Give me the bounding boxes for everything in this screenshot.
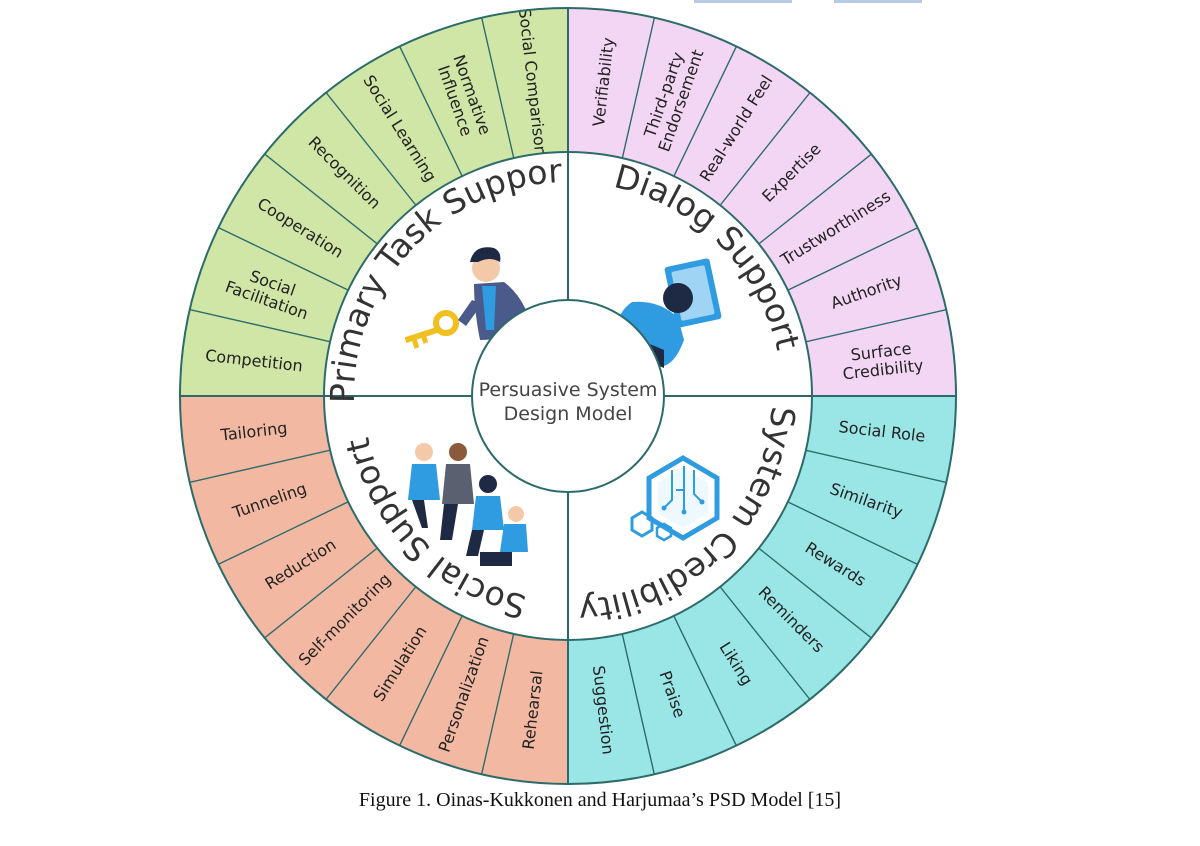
center-circle <box>471 299 665 493</box>
center-title-line2: Design Model <box>504 403 633 425</box>
group-of-people-icon <box>408 443 528 566</box>
figure-caption: Figure 1. Oinas-Kukkonen and Harjumaa’s … <box>358 789 842 811</box>
top-link-highlight <box>834 0 922 3</box>
top-link-highlight <box>694 0 792 3</box>
outer-ring: TailoringTunnelingReductionSelf-monitori… <box>179 7 957 785</box>
psd-wheel-diagram: TailoringTunnelingReductionSelf-monitori… <box>0 0 957 785</box>
hexagon-circuit-icon <box>630 455 720 542</box>
center-title-line1: Persuasive System <box>479 379 658 401</box>
